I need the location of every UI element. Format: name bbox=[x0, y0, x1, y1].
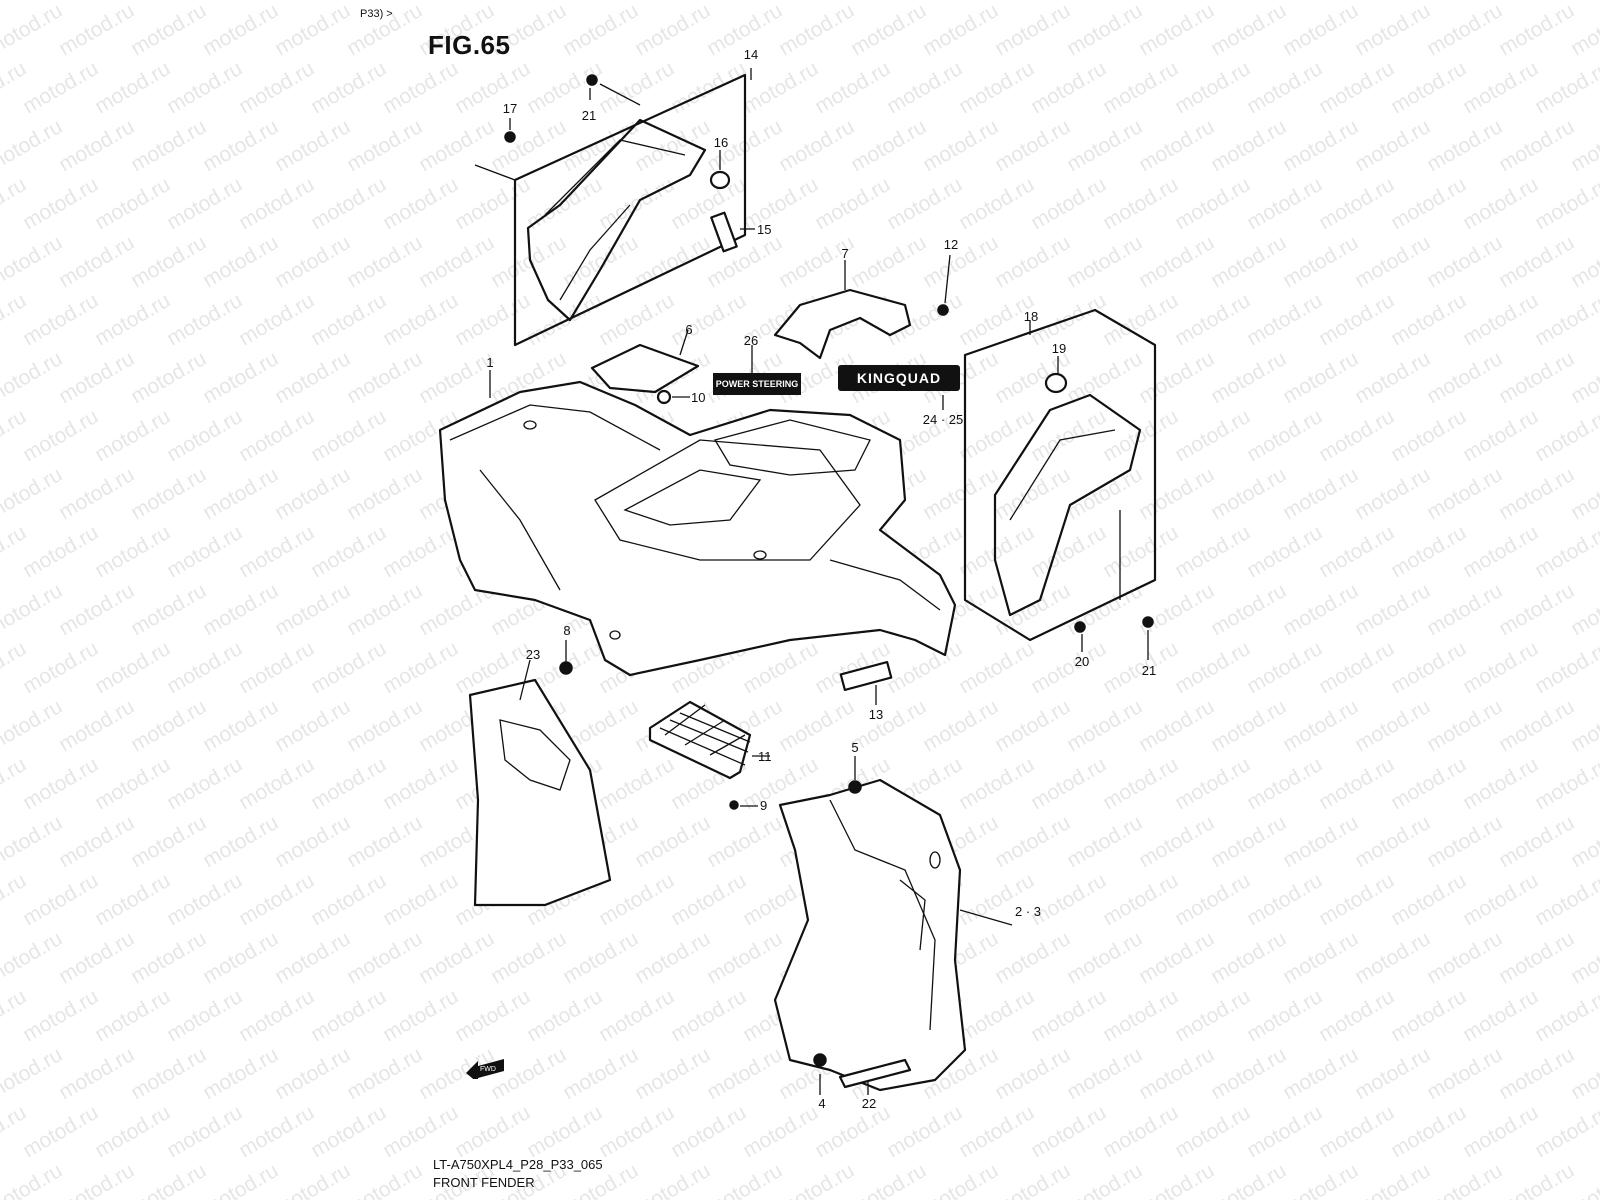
kingquad-decal: KINGQUAD bbox=[838, 365, 960, 391]
model-code: LT-A750XPL4_P28_P33_065 bbox=[433, 1157, 603, 1172]
callout-6: 6 bbox=[685, 322, 693, 337]
part-1-front-fender bbox=[438, 380, 957, 677]
page-reference: P33) > bbox=[360, 8, 393, 20]
callout-12: 12 bbox=[943, 237, 959, 252]
part-15-pad bbox=[710, 211, 738, 253]
part-17-clip bbox=[504, 131, 516, 143]
part-12-clip bbox=[937, 304, 949, 316]
part-23-mudguard bbox=[468, 678, 612, 907]
part-2-3-inner-fender bbox=[773, 778, 967, 1092]
part-14-inner-panel-left bbox=[474, 73, 747, 347]
callout-21-right: 21 bbox=[1141, 663, 1157, 678]
part-21-clip-top bbox=[586, 74, 598, 86]
callout-1: 1 bbox=[486, 355, 494, 370]
part-7-cover bbox=[773, 288, 912, 360]
callout-15: 15 bbox=[757, 222, 772, 237]
part-11-grille bbox=[648, 700, 752, 780]
callout-23: 23 bbox=[525, 647, 541, 662]
section-title: FRONT FENDER bbox=[433, 1175, 535, 1190]
callout-13: 13 bbox=[868, 707, 884, 722]
part-6-lid bbox=[590, 343, 700, 394]
part-13-pad bbox=[839, 660, 893, 692]
fwd-label: FWD bbox=[480, 1066, 496, 1073]
callout-2-3: 2 · 3 bbox=[1015, 904, 1042, 919]
part-16-grommet bbox=[709, 170, 731, 190]
callout-20: 20 bbox=[1074, 654, 1090, 669]
part-18-inner-panel-right bbox=[963, 308, 1157, 642]
figure-title: FIG.65 bbox=[428, 30, 511, 60]
part-19-grommet bbox=[1044, 372, 1068, 394]
callout-17: 17 bbox=[502, 101, 518, 116]
callout-22: 22 bbox=[861, 1096, 877, 1111]
part-21-clip-right bbox=[1142, 616, 1154, 628]
callout-26: 26 bbox=[743, 333, 759, 348]
part-9-screw bbox=[729, 800, 739, 810]
callout-21-top: 21 bbox=[581, 108, 597, 123]
callout-9: 9 bbox=[760, 798, 768, 813]
callout-8: 8 bbox=[563, 623, 571, 638]
callout-14: 14 bbox=[743, 47, 759, 62]
callout-7: 7 bbox=[841, 246, 849, 261]
part-4-clip bbox=[813, 1053, 827, 1067]
part-8-clip bbox=[559, 661, 573, 675]
part-22-pad bbox=[838, 1058, 912, 1089]
leader-lines bbox=[489, 68, 1149, 1095]
callout-16: 16 bbox=[713, 135, 729, 150]
callout-11: 11 bbox=[758, 749, 772, 764]
part-5-clip bbox=[848, 780, 862, 794]
callout-10: 10 bbox=[691, 390, 706, 405]
fwd-arrow-icon: FWD bbox=[466, 1059, 504, 1079]
part-10-cushion bbox=[656, 389, 672, 405]
power-steering-decal: POWER STEERING bbox=[713, 373, 801, 395]
callout-4: 4 bbox=[818, 1096, 826, 1111]
part-20-nut bbox=[1074, 621, 1086, 633]
callout-19: 19 bbox=[1051, 341, 1067, 356]
callout-5: 5 bbox=[851, 740, 859, 755]
callout-18: 18 bbox=[1023, 309, 1039, 324]
callout-24-25: 24 · 25 bbox=[922, 412, 964, 427]
